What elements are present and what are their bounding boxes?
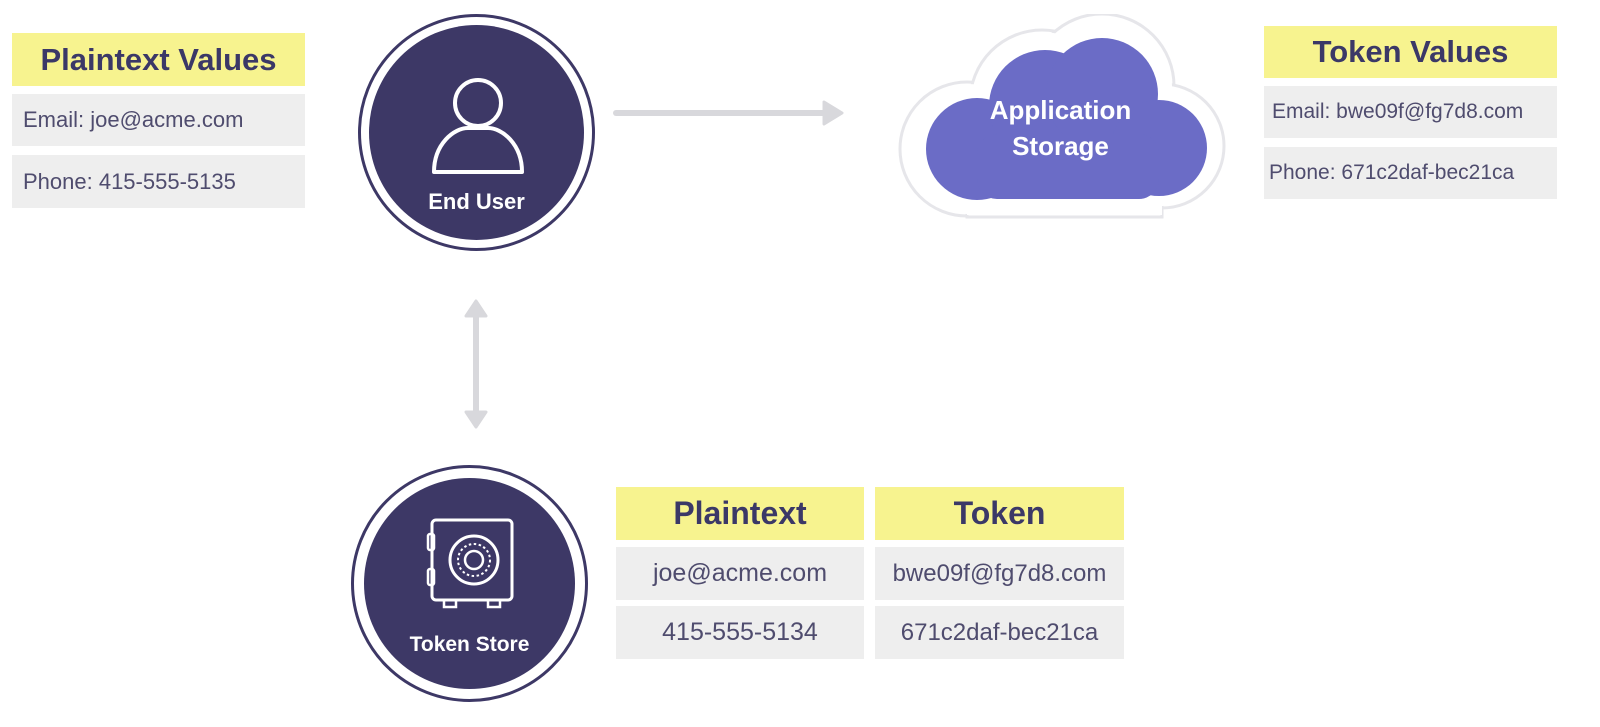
arrow-user-tokenstore xyxy=(464,299,488,429)
end-user-label: End User xyxy=(428,189,525,214)
token-phone-value: Phone: 671c2daf-bec21ca xyxy=(1264,147,1557,199)
token-values-title: Token Values xyxy=(1264,26,1557,78)
token-store-label: Token Store xyxy=(409,633,530,656)
token-store-circle: Token Store xyxy=(364,478,575,689)
arrow-user-to-storage xyxy=(613,100,844,126)
application-storage-label: Application Storage xyxy=(897,92,1224,164)
plaintext-email-value: Email: joe@acme.com xyxy=(12,94,305,146)
user-icon xyxy=(432,78,524,174)
safe-icon xyxy=(426,518,514,609)
application-storage-line2: Storage xyxy=(1012,131,1109,161)
end-user-node: End User xyxy=(358,14,595,251)
token-email-value: Email: bwe09f@fg7d8.com xyxy=(1264,86,1557,138)
application-storage-line1: Application xyxy=(989,95,1132,125)
application-storage-node: Application Storage xyxy=(897,14,1227,220)
mapping-row-2-plaintext: 415-555-5134 xyxy=(616,606,864,659)
end-user-circle: End User xyxy=(369,25,584,240)
mapping-header-token: Token xyxy=(875,487,1124,540)
mapping-header-plaintext: Plaintext xyxy=(616,487,864,540)
plaintext-phone-value: Phone: 415-555-5135 xyxy=(12,155,305,208)
token-store-node: Token Store xyxy=(351,465,588,702)
mapping-row-1-token: bwe09f@fg7d8.com xyxy=(875,547,1124,600)
mapping-row-1-plaintext: joe@acme.com xyxy=(616,547,864,600)
plaintext-values-title: Plaintext Values xyxy=(12,33,305,86)
mapping-row-2-token: 671c2daf-bec21ca xyxy=(875,606,1124,659)
cloud-icon xyxy=(898,14,1226,219)
